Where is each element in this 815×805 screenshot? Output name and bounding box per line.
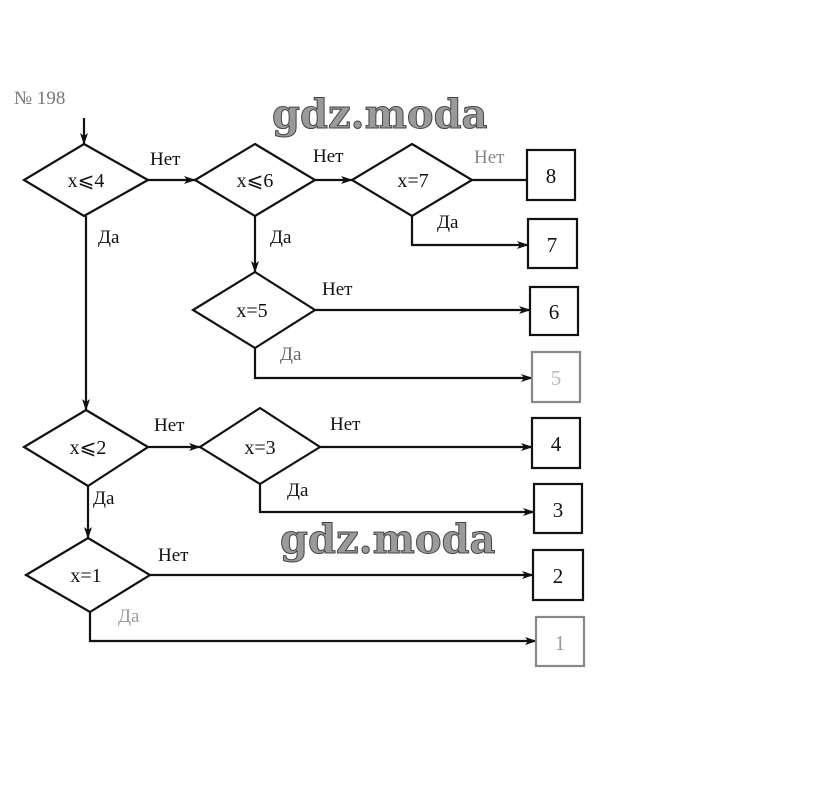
svg-text:3: 3 [553,498,564,522]
svg-text:7: 7 [547,233,558,257]
label-no: Нет [322,279,353,300]
svg-text:x⩽6: x⩽6 [237,170,274,192]
decision-x-le-4: x⩽4 [21,142,151,218]
svg-text:1: 1 [555,631,566,655]
svg-text:8: 8 [546,164,557,188]
arrow [258,484,535,516]
label-no: Нет [330,414,361,435]
label-no: Нет [474,147,505,168]
output-3: 3 [532,482,584,535]
decision-x-eq-7: x=7 [349,142,475,218]
decision-x-le-2: x⩽2 [21,408,151,488]
watermark: gdz.moda [272,91,487,138]
svg-text:x=3: x=3 [244,437,275,459]
decision-x-eq-3: x=3 [197,406,323,486]
label-yes: Да [270,227,292,248]
svg-text:4: 4 [551,432,562,456]
decision-x-eq-1: x=1 [23,536,153,614]
decision-x-le-6: x⩽6 [192,142,318,218]
label-yes: Да [437,212,459,233]
output-5: 5 [530,350,582,404]
watermark: gdz.moda [280,516,495,563]
svg-text:x⩽4: x⩽4 [68,170,105,192]
svg-text:6: 6 [549,300,560,324]
connectors [80,118,537,645]
svg-text:x=5: x=5 [236,300,267,322]
output-6: 6 [528,285,580,337]
label-no: Нет [158,545,189,566]
svg-text:5: 5 [551,366,562,390]
arrow [88,612,537,645]
label-no: Нет [150,149,181,170]
output-4: 4 [530,416,582,470]
output-2: 2 [531,548,585,602]
problem-number: № 198 [14,88,65,109]
label-yes: Да [93,488,115,509]
label-yes: Да [287,480,309,501]
decision-x-eq-5: x=5 [190,270,318,350]
svg-text:x=7: x=7 [397,170,428,192]
arrow [253,348,533,382]
label-yes: Да [98,227,120,248]
output-7: 7 [526,217,579,270]
label-yes: Да [280,344,302,365]
label-yes: Да [118,606,140,627]
arrow [410,216,529,249]
output-1: 1 [534,615,586,668]
branch-labels: Нет Нет Нет Да Да Да Нет Да Нет Нет Да Д… [93,146,505,627]
svg-text:x⩽2: x⩽2 [70,437,107,459]
svg-text:2: 2 [553,564,564,588]
output-8: 8 [525,148,577,202]
label-no: Нет [154,415,185,436]
label-no: Нет [313,146,344,167]
svg-text:x=1: x=1 [70,565,101,587]
